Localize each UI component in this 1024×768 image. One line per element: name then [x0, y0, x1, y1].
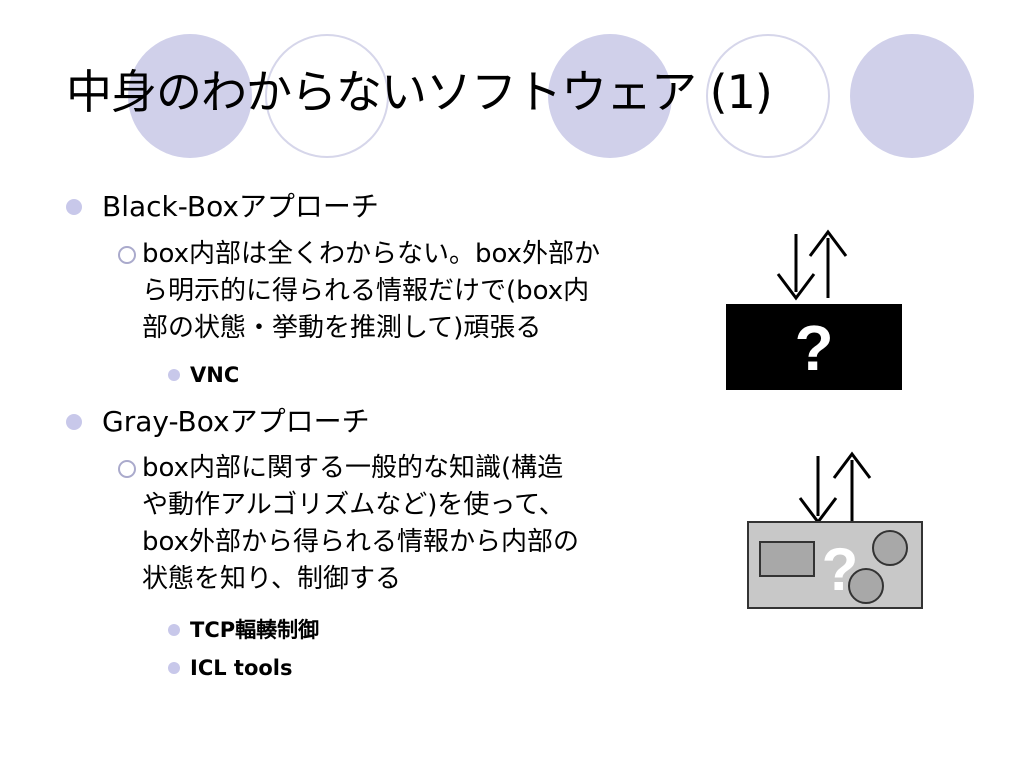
section-detail-black-box: box内部は全くわからない。box外部か ら明示的に得られる情報だけで(box内…	[118, 236, 678, 347]
detail-line: box内部に関する一般的な知識(構造	[142, 453, 564, 483]
decor-circle-4	[706, 34, 830, 158]
bullet-dot	[66, 414, 82, 430]
example-label: TCP輻輳制御	[190, 618, 320, 642]
section-heading-gray-box: Gray-Boxアプローチ	[66, 404, 370, 440]
detail-line: や動作アルゴリズムなど)を使って、	[142, 490, 565, 520]
black-box-question-mark: ?	[794, 312, 833, 384]
decor-circle-1	[128, 34, 252, 158]
arrow-down-icon	[798, 456, 838, 525]
section-detail-text: box内部に関する一般的な知識(構造 や動作アルゴリズムなど)を使って、 box…	[142, 450, 579, 598]
example-icl-tools: ICL tools	[168, 654, 293, 682]
example-tcp: TCP輻輳制御	[168, 616, 319, 644]
section-heading-black-box: Black-Boxアプローチ	[66, 189, 379, 225]
section-heading-label: Gray-Boxアプローチ	[102, 405, 370, 438]
bullet-dot	[168, 369, 180, 381]
decor-circle-5	[850, 34, 974, 158]
bullet-ring	[118, 460, 136, 478]
section-detail-gray-box: box内部に関する一般的な知識(構造 や動作アルゴリズムなど)を使って、 box…	[118, 450, 678, 598]
section-detail-text: box内部は全くわからない。box外部か ら明示的に得られる情報だけで(box内…	[142, 236, 600, 347]
detail-line: 部の状態・挙動を推測して)頑張る	[142, 313, 542, 343]
bullet-ring	[118, 246, 136, 264]
decor-circle-3	[548, 34, 672, 158]
bullet-dot	[168, 662, 180, 674]
example-label: VNC	[190, 363, 240, 387]
detail-line: box外部から得られる情報から内部の	[142, 527, 579, 557]
arrow-up-icon	[832, 451, 872, 522]
section-heading-label: Black-Boxアプローチ	[102, 190, 379, 223]
arrow-up-icon	[808, 229, 848, 298]
decor-circle-2	[265, 34, 389, 158]
slide-title: 中身のわからないソフトウェア (1)	[66, 65, 773, 119]
example-label: ICL tools	[190, 656, 293, 680]
detail-line: box内部は全くわからない。box外部か	[142, 239, 600, 269]
black-box-rect	[726, 304, 902, 390]
bullet-dot	[66, 199, 82, 215]
gray-box-component-circle	[848, 568, 884, 604]
detail-line: 状態を知り、制御する	[142, 564, 401, 594]
arrow-down-icon	[776, 234, 816, 301]
gray-box-component-rect	[759, 541, 815, 577]
gray-box-diagram: ?	[747, 451, 923, 609]
bullet-dot	[168, 624, 180, 636]
gray-box-component-circle	[872, 530, 908, 566]
black-box-diagram: ?	[726, 229, 902, 390]
example-vnc: VNC	[168, 361, 239, 389]
detail-line: ら明示的に得られる情報だけで(box内	[142, 276, 590, 306]
